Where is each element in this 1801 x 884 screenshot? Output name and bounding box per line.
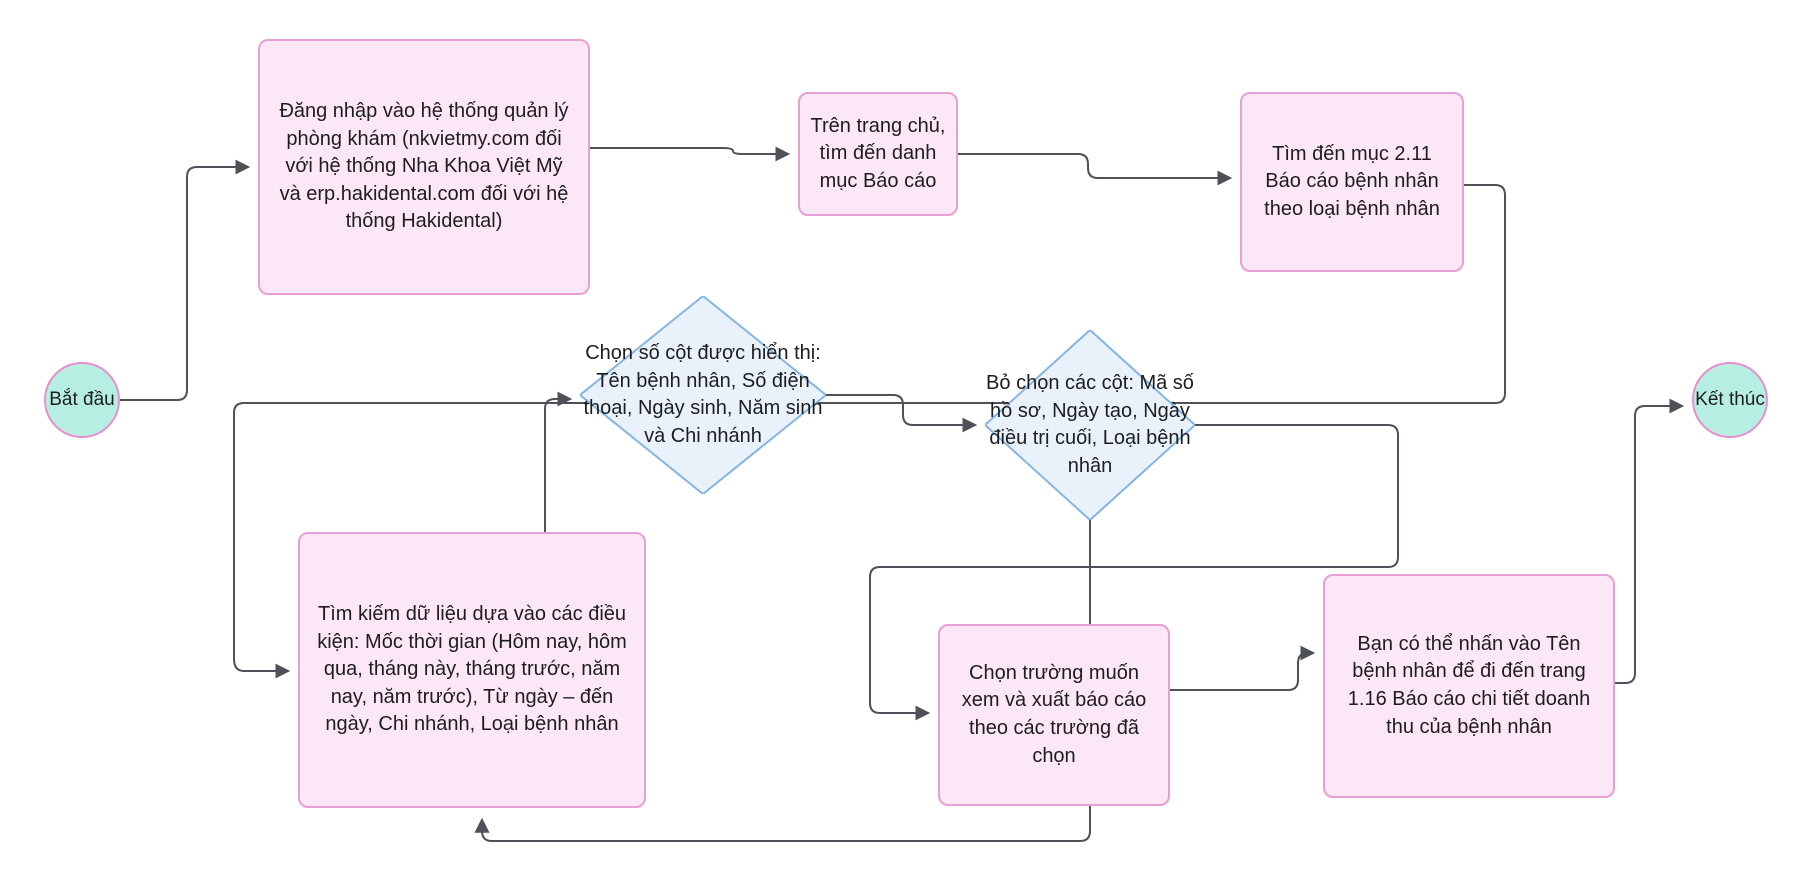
edge-search-choosecolumns bbox=[544, 391, 573, 532]
edge-choosecolumns-unselectcolumns bbox=[826, 394, 978, 433]
node-start-terminal: Bắt đầu bbox=[44, 362, 120, 438]
edge-start-login bbox=[120, 159, 251, 401]
edge-detail-end bbox=[1615, 398, 1685, 684]
edge-section-search bbox=[233, 184, 1506, 679]
diamond-shape-icon bbox=[580, 296, 826, 494]
node-section-label: Tìm đến mục 2.11 Báo cáo bệnh nhân theo … bbox=[1264, 142, 1440, 220]
node-search-process: Tìm kiếm dữ liệu dựa vào các điều kiện: … bbox=[298, 532, 646, 808]
node-menu-process: Trên trang chủ, tìm đến danh mục Báo cáo bbox=[798, 92, 958, 216]
node-unselect-columns-label: Bỏ chọn các cột: Mã số hồ sơ, Ngày tạo, … bbox=[986, 371, 1194, 477]
node-end-terminal: Kết thúc bbox=[1692, 362, 1768, 438]
edge-login-menu bbox=[590, 146, 791, 162]
edge-choosefields-detail bbox=[1170, 645, 1316, 691]
diamond-shape-icon bbox=[985, 330, 1195, 520]
node-start-label: Bắt đầu bbox=[49, 389, 115, 411]
node-choose-columns-decision: Chọn số cột được hiển thị: Tên bệnh nhân… bbox=[580, 296, 826, 494]
edge-unselectcolumns-search-loop bbox=[474, 520, 1091, 842]
node-unselect-columns-decision: Bỏ chọn các cột: Mã số hồ sơ, Ngày tạo, … bbox=[985, 330, 1195, 520]
node-search-label: Tìm kiếm dữ liệu dựa vào các điều kiện: … bbox=[317, 603, 627, 736]
edge-unselectcolumns-choosefields bbox=[869, 424, 1399, 721]
node-login-process: Đăng nhập vào hệ thống quản lý phòng khá… bbox=[258, 39, 590, 295]
node-choose-columns-label: Chọn số cột được hiển thị: Tên bệnh nhân… bbox=[583, 341, 823, 447]
node-menu-label: Trên trang chủ, tìm đến danh mục Báo cáo bbox=[810, 114, 946, 192]
node-login-label: Đăng nhập vào hệ thống quản lý phòng khá… bbox=[279, 100, 569, 233]
node-choose-fields-label: Chọn trường muốn xem và xuất báo cáo the… bbox=[961, 661, 1147, 767]
node-section-process: Tìm đến mục 2.11 Báo cáo bệnh nhân theo … bbox=[1240, 92, 1464, 272]
edge-menu-section bbox=[958, 153, 1233, 186]
node-detail-process: Bạn có thể nhấn vào Tên bệnh nhân để đi … bbox=[1323, 574, 1615, 798]
node-end-label: Kết thúc bbox=[1695, 389, 1765, 411]
node-choose-fields-process: Chọn trường muốn xem và xuất báo cáo the… bbox=[938, 624, 1170, 806]
node-detail-label: Bạn có thể nhấn vào Tên bệnh nhân để đi … bbox=[1347, 632, 1591, 738]
